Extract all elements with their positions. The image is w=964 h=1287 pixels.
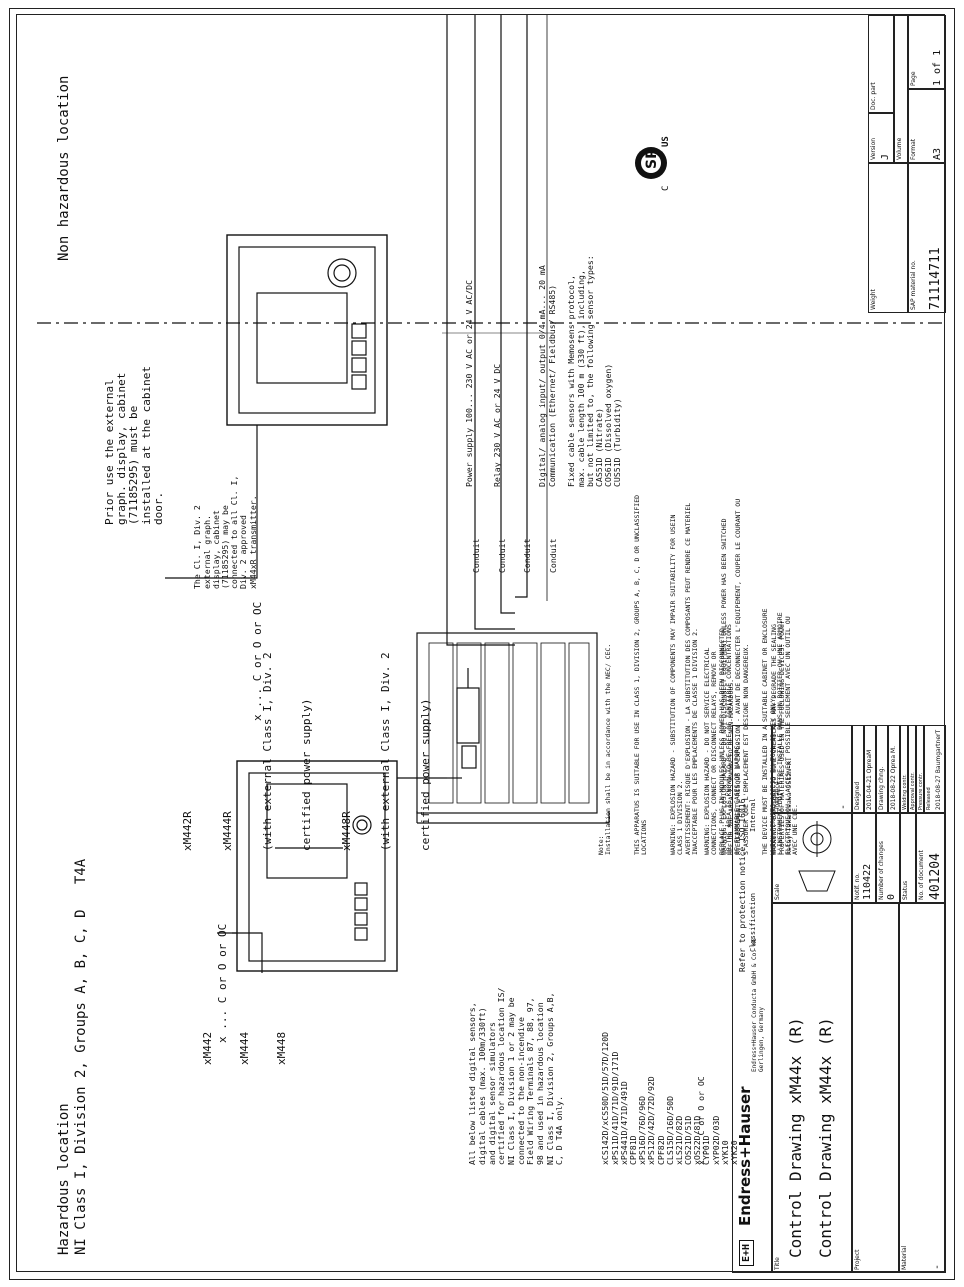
project-cell: Project [852,903,899,1273]
company-cell: E+H Endress+Hauser Endress+Hauser Conduc… [732,725,772,1273]
module-housing [416,632,598,814]
eh-logo: E+H [739,1239,755,1266]
rotated-drawing-sheet: Hazardous location NI Class I, Division … [17,15,946,1273]
display-link-line [165,425,258,579]
material-cell: Material - [899,903,946,1273]
protection-notice: Refer to protection notice ISO 16016 [738,798,747,972]
title-cell: Title Control Drawing xM44x (R) Control … [772,903,852,1273]
drawing-title: Control Drawing xM44x (R) [786,1017,805,1258]
svg-text:SP: SP [644,149,660,169]
wiring-diagram [37,15,946,973]
left-device-housing [236,760,398,972]
sap-number: 71114711 [928,247,943,310]
wire-io [500,15,515,614]
csa-certification-mark: SP C US [627,133,677,193]
sensor-connector [461,745,477,769]
wire-relay [474,15,515,630]
projection-symbol-icon [798,821,836,892]
company-name: Endress+Hauser [736,1086,754,1226]
scale-cell: Scale [772,813,852,903]
wire-power [446,428,515,646]
page-number: 1 of 1 [932,49,943,86]
title-block-weight: Weight SAP material no.71114711 [868,163,946,313]
document-number: 401204 [928,853,943,900]
drawing-frame [9,8,955,1280]
title-block: E+H Endress+Hauser Endress+Hauser Conduc… [732,725,946,1273]
left-bracket [232,932,263,973]
csa-icon: SP [635,147,667,179]
wire-sensor [515,15,528,598]
drawing-title-2: Control Drawing xM44x (R) [816,1017,835,1258]
module-bracket [417,811,610,824]
external-display [226,234,388,426]
tolerance-cell: Tolerance - [772,725,852,813]
drawing-sheet-border: Hazardous location NI Class I, Division … [16,14,946,1273]
